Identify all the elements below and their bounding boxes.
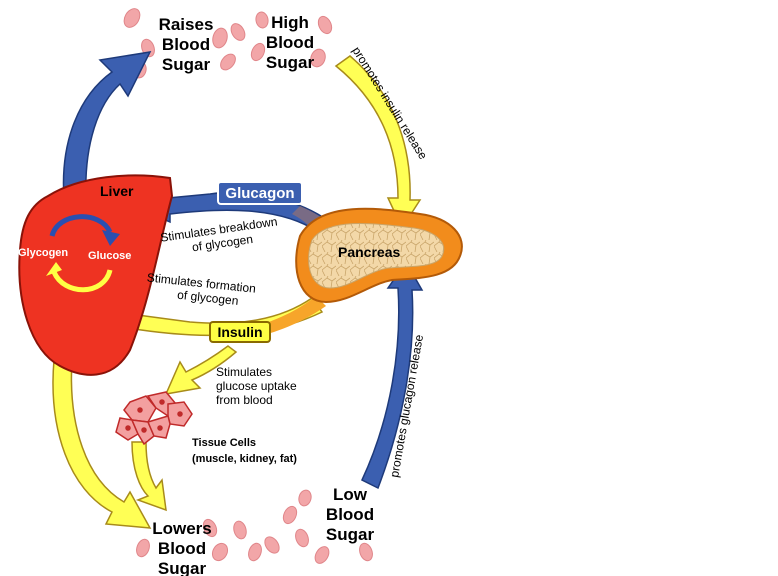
low-blood-sugar-label: Low Blood Sugar [326,485,375,544]
arrow-liver-to-raises [62,51,152,199]
svg-text:Stimulates: Stimulates [216,365,272,379]
insulin-label: Insulin [217,324,262,340]
stimulates-formation-label: Stimulates formation of glycogen [146,270,256,308]
svg-text:Sugar: Sugar [266,53,315,72]
svg-text:Blood: Blood [162,35,210,54]
svg-text:(muscle, kidney, fat): (muscle, kidney, fat) [192,453,297,465]
cycle-arrowhead-yellow [46,262,62,276]
blood-cells-bottom [136,489,373,564]
glucagon-label: Glucagon [225,185,294,202]
svg-text:Low: Low [333,485,368,504]
insulin-box [209,321,271,343]
tissue-cells [115,391,193,446]
svg-text:Raises: Raises [159,15,214,34]
blood-cells-top [123,8,333,79]
glucose-label: Glucose [88,250,131,262]
tissue-cells-label: Tissue Cells (muscle, kidney, fat) [192,437,297,465]
cycle-arrowhead-blue [102,230,120,246]
svg-text:Blood: Blood [326,505,374,524]
svg-text:Blood: Blood [266,33,314,52]
svg-text:Blood: Blood [158,539,206,558]
arrow-liver-to-lowers [52,359,152,529]
raises-blood-sugar-label: Raises Blood Sugar [159,15,214,74]
stimulates-uptake-label: Stimulates glucose uptake from blood [216,365,297,407]
lowers-blood-sugar-label: Lowers Blood Sugar [152,519,212,576]
pancreas-label: Pancreas [338,244,400,260]
svg-text:Tissue Cells: Tissue Cells [192,437,256,449]
svg-text:High: High [271,13,309,32]
pancreas-inner [308,222,445,289]
svg-text:Sugar: Sugar [326,525,375,544]
liver-label: Liver [100,183,134,199]
svg-text:from blood: from blood [216,393,273,407]
cycle-arrow-blue [49,214,113,237]
high-blood-sugar-label: High Blood Sugar [266,13,315,72]
svg-text:Sugar: Sugar [158,559,207,576]
cycle-arrow-yellow [51,269,113,293]
stimulates-breakdown-label: Stimulates breakdown of glycogen [159,214,278,254]
arrow-insulin-to-tissue [164,345,238,395]
glucagon-box [217,181,303,205]
svg-text:Sugar: Sugar [162,55,211,74]
svg-text:of glycogen: of glycogen [177,288,240,308]
svg-text:glucose uptake: glucose uptake [216,379,297,393]
svg-text:Lowers: Lowers [152,519,212,538]
glycogen-label: Glycogen [18,247,68,259]
arrow-tissue-to-lowers [131,441,167,512]
